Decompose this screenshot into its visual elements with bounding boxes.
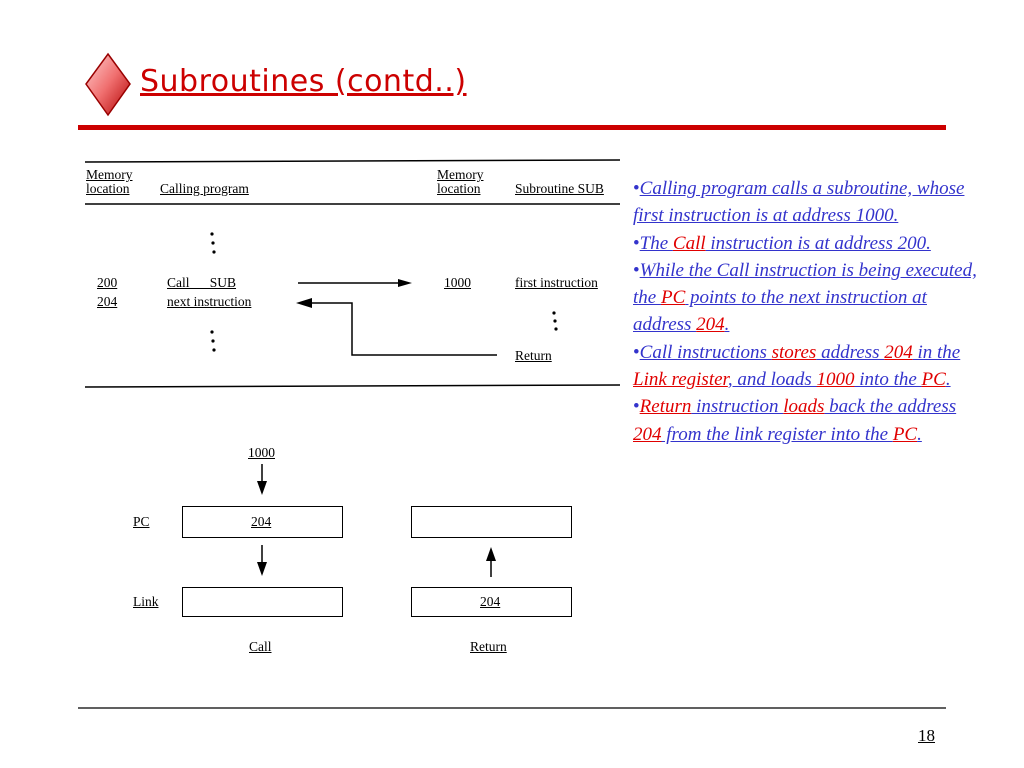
header-line: Memory xyxy=(86,167,133,182)
return-link-register: 204 xyxy=(411,587,572,617)
register-input-value: 1000 xyxy=(248,445,275,460)
bullet-icon: • xyxy=(633,178,640,199)
right-memory-header: Memory location xyxy=(437,168,484,196)
row-instruction: Return xyxy=(515,348,552,363)
bullet-highlight: stores xyxy=(771,341,817,363)
load-pc-arrowhead-icon xyxy=(257,481,267,495)
diamond-logo-icon xyxy=(85,52,131,117)
bullet-highlight: Call xyxy=(672,232,706,254)
table-top-rule xyxy=(84,159,621,163)
row-address: 200 xyxy=(97,275,118,290)
call-pc-register: 204 xyxy=(182,506,343,538)
row-address: 1000 xyxy=(444,275,471,290)
bullet-icon: • xyxy=(633,396,640,418)
bullet-icon: • xyxy=(633,232,640,254)
register-value: 204 xyxy=(480,594,501,609)
pc-to-link-arrowhead-icon xyxy=(257,562,267,576)
table-bottom-rule xyxy=(84,384,621,388)
bullet-text: While the Call instruction is being exec… xyxy=(633,259,977,309)
call-caption: Call xyxy=(249,639,272,654)
row-instruction: next instruction xyxy=(167,294,252,309)
bullet-text: address xyxy=(816,341,885,363)
calling-program-header: Calling program xyxy=(160,181,249,196)
bullet-list: •Calling program calls a subroutine, who… xyxy=(633,175,978,448)
return-caption: Return xyxy=(470,639,507,654)
bullet-text: instruction is at address 200. xyxy=(705,232,931,254)
bullet-text: Call instructions xyxy=(639,341,772,363)
bullet-text: back the address xyxy=(824,396,957,418)
bullet-item: •Return instruction loads back the addre… xyxy=(633,393,978,448)
row-address: 204 xyxy=(97,294,118,309)
bullet-highlight: Link register xyxy=(633,369,728,391)
return-arrow-line xyxy=(312,302,497,356)
bullet-text: Calling program calls a subroutine, whos… xyxy=(633,178,965,227)
bullet-text: from the link register into the xyxy=(661,423,893,445)
bullet-text: instruction xyxy=(691,396,784,418)
bullet-item: •While the Call instruction is being exe… xyxy=(633,257,978,339)
link-to-pc-arrowhead-icon xyxy=(486,547,496,561)
bullet-item: •Calling program calls a subroutine, who… xyxy=(633,175,978,230)
page-title: Subroutines (contd..) xyxy=(140,64,467,99)
bullet-highlight: 1000 xyxy=(816,369,855,391)
bullet-text: . xyxy=(724,314,730,336)
call-arrowhead-icon xyxy=(398,279,412,287)
bullet-highlight: PC xyxy=(892,423,918,445)
call-link-register xyxy=(182,587,343,617)
header-line: Memory xyxy=(437,167,484,182)
bullet-icon: • xyxy=(633,341,640,363)
header-line: location xyxy=(437,181,481,196)
left-memory-header: Memory location xyxy=(86,168,133,196)
bullet-item: •Call instructions stores address 204 in… xyxy=(633,339,978,394)
bullet-text: , and loads xyxy=(727,369,817,391)
bullet-text: The xyxy=(639,232,673,254)
return-arrowhead-icon xyxy=(296,298,312,308)
row-instruction: first instruction xyxy=(515,275,598,290)
bullet-highlight: loads xyxy=(783,396,825,418)
bullet-highlight: Return xyxy=(639,396,692,418)
pc-label: PC xyxy=(133,514,150,529)
bullet-icon: • xyxy=(633,259,640,281)
subroutine-header: Subroutine SUB xyxy=(515,181,604,196)
bullet-highlight: PC xyxy=(921,369,946,391)
title-rule xyxy=(78,125,946,130)
bullet-text: points to the next instruction at addres… xyxy=(633,287,927,336)
header-line: location xyxy=(86,181,130,196)
page-number: 18 xyxy=(918,726,935,745)
register-value: 204 xyxy=(251,514,272,529)
link-label: Link xyxy=(133,594,159,609)
bullet-highlight: 204 xyxy=(884,341,913,363)
bullet-text: into the xyxy=(854,369,922,391)
bullet-highlight: 204 xyxy=(633,423,662,445)
bullet-text: in the xyxy=(912,341,961,363)
bullet-text: . xyxy=(917,423,922,445)
bullet-highlight: 204 xyxy=(696,314,725,336)
bullet-text: . xyxy=(945,369,951,391)
bullet-highlight: PC xyxy=(660,287,686,309)
bullet-item: •The Call instruction is at address 200. xyxy=(633,230,978,257)
return-pc-register xyxy=(411,506,572,538)
row-instruction: Call SUB xyxy=(167,275,237,290)
